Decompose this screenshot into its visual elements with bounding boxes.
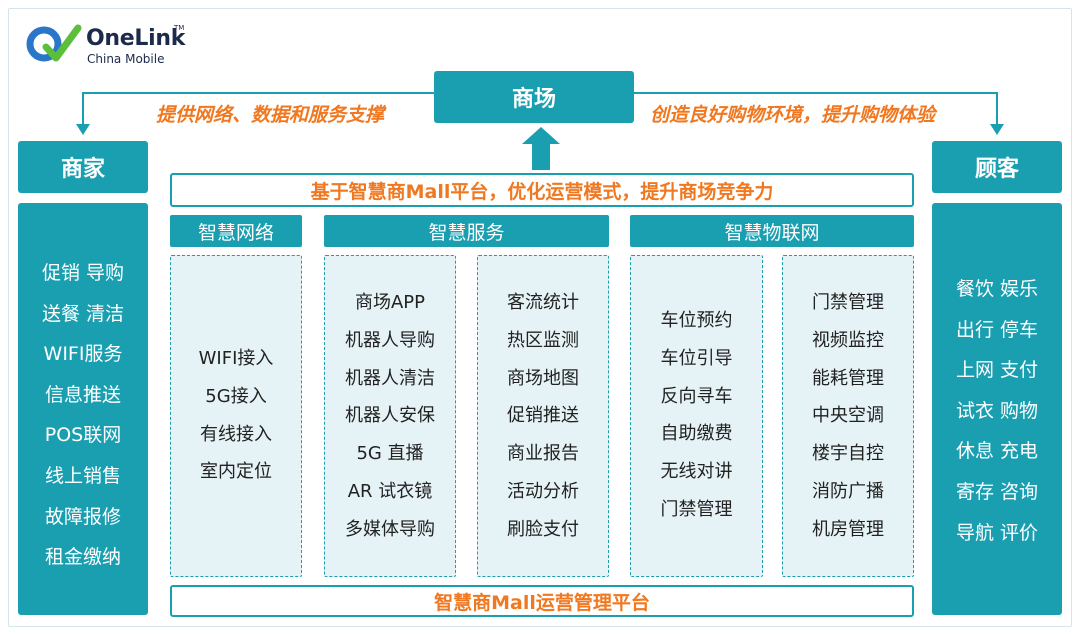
service-item: 客流统计 [507, 292, 579, 313]
service-item: 活动分析 [507, 480, 579, 502]
customer-item: 导航 评价 [955, 521, 1039, 544]
right-slogan: 创造良好购物环境，提升购物体验 [650, 104, 936, 126]
network-list: WIFI接入 5G接入 有线接入 室内定位 [171, 340, 301, 491]
iot-list-1: 车位预约 车位引导 反向寻车 自助缴费 无线对讲 门禁管理 [631, 302, 762, 529]
network-item: 室内定位 [200, 461, 272, 483]
section-header-iot: 智慧物联网 [630, 215, 914, 247]
platform-footer: 智慧商Mall运营管理平台 [170, 585, 914, 617]
iot-item: 反向寻车 [660, 385, 733, 407]
service-box-1: 商场APP 机器人导购 机器人清洁 机器人安保 5G 直播 AR 试衣镜 多媒体… [324, 255, 456, 577]
merchant-item: 线上销售 [44, 464, 121, 487]
iot-box-2: 门禁管理 视频监控 能耗管理 中央空调 楼宇自控 消防广播 机房管理 [782, 255, 914, 577]
service-item: 多媒体导购 [345, 518, 435, 540]
network-item: 5G接入 [205, 385, 267, 407]
iot-item: 无线对讲 [660, 461, 733, 483]
section-header-network: 智慧网络 [170, 215, 302, 247]
network-box: WIFI接入 5G接入 有线接入 室内定位 [170, 255, 302, 577]
service-item: 5G 直播 [356, 443, 424, 465]
merchant-item: 故障报修 [44, 505, 121, 528]
merchant-header: 商家 [18, 141, 148, 193]
iot-item: 中央空调 [812, 405, 884, 427]
customer-header: 顾客 [932, 141, 1062, 193]
diagram-frame [8, 8, 1072, 627]
merchant-panel: 促销 导购 送餐 清洁 WIFI服务 信息推送 POS联网 线上销售 故障报修 … [18, 203, 148, 615]
arrowhead-customer [990, 124, 1004, 135]
service-box-2: 客流统计 热区监测 商场地图 促销推送 商业报告 活动分析 刷脸支付 [477, 255, 609, 577]
section-header-service: 智慧服务 [324, 215, 609, 247]
service-item: 商场地图 [507, 367, 579, 389]
service-list-2: 客流统计 热区监测 商场地图 促销推送 商业报告 活动分析 刷脸支付 [478, 284, 608, 549]
customer-item: 寄存 咨询 [955, 480, 1039, 503]
iot-item: 车位引导 [660, 347, 733, 369]
service-item: 机器人清洁 [345, 367, 435, 389]
service-item: 刷脸支付 [507, 518, 579, 540]
customer-list: 餐饮 娱乐 出行 停车 上网 支付 试衣 购物 休息 充电 寄存 咨询 导航 评… [932, 269, 1062, 553]
iot-item: 能耗管理 [812, 367, 884, 389]
service-item: 商场APP [354, 292, 426, 313]
merchant-item: 促销 导购 [41, 262, 125, 284]
logo-trademark: TM [174, 24, 185, 32]
iot-item: 门禁管理 [812, 292, 884, 313]
iot-item: 自助缴费 [660, 423, 733, 445]
arrow-up-to-mall [522, 127, 560, 170]
mall-box: 商场 [434, 71, 634, 123]
customer-item: 餐饮 娱乐 [955, 278, 1039, 300]
arrowhead-merchant [76, 124, 90, 135]
network-item: WIFI接入 [198, 348, 274, 369]
onelink-logo: OneLink TM China Mobile [24, 22, 194, 68]
service-list-1: 商场APP 机器人导购 机器人清洁 机器人安保 5G 直播 AR 试衣镜 多媒体… [325, 284, 455, 549]
service-item: AR 试衣镜 [347, 480, 433, 502]
customer-item: 试衣 购物 [955, 399, 1039, 422]
merchant-item: 租金缴纳 [44, 546, 121, 569]
iot-box-1: 车位预约 车位引导 反向寻车 自助缴费 无线对讲 门禁管理 [630, 255, 763, 577]
iot-item: 机房管理 [812, 518, 884, 540]
platform-banner: 基于智慧商Mall平台，优化运营模式，提升商场竞争力 [170, 173, 914, 207]
merchant-item: 信息推送 [44, 383, 121, 406]
merchant-list: 促销 导购 送餐 清洁 WIFI服务 信息推送 POS联网 线上销售 故障报修 … [18, 253, 148, 578]
service-item: 机器人导购 [345, 329, 435, 351]
merchant-item: WIFI服务 [43, 343, 123, 366]
customer-item: 休息 充电 [955, 440, 1039, 463]
iot-item: 门禁管理 [660, 498, 733, 520]
arrow-mall-to-merchant [82, 92, 434, 126]
network-item: 有线接入 [200, 423, 272, 445]
merchant-item: 送餐 清洁 [41, 302, 125, 325]
service-item: 促销推送 [507, 405, 579, 427]
customer-item: 出行 停车 [955, 318, 1039, 341]
service-item: 热区监测 [507, 329, 579, 351]
service-item: 商业报告 [507, 443, 579, 465]
logo-subtitle: China Mobile [87, 52, 165, 66]
iot-item: 视频监控 [812, 329, 884, 351]
arrow-mall-to-customer [634, 92, 998, 126]
onelink-logo-icon [26, 24, 82, 62]
customer-panel: 餐饮 娱乐 出行 停车 上网 支付 试衣 购物 休息 充电 寄存 咨询 导航 评… [932, 203, 1062, 615]
iot-list-2: 门禁管理 视频监控 能耗管理 中央空调 楼宇自控 消防广播 机房管理 [783, 284, 913, 549]
merchant-item: POS联网 [44, 424, 122, 447]
service-item: 机器人安保 [345, 405, 435, 427]
customer-item: 上网 支付 [955, 359, 1039, 382]
iot-item: 楼宇自控 [812, 443, 884, 465]
left-slogan: 提供网络、数据和服务支撑 [156, 104, 385, 126]
iot-item: 车位预约 [660, 310, 733, 331]
logo-name: OneLink [86, 26, 186, 51]
iot-item: 消防广播 [812, 480, 884, 502]
